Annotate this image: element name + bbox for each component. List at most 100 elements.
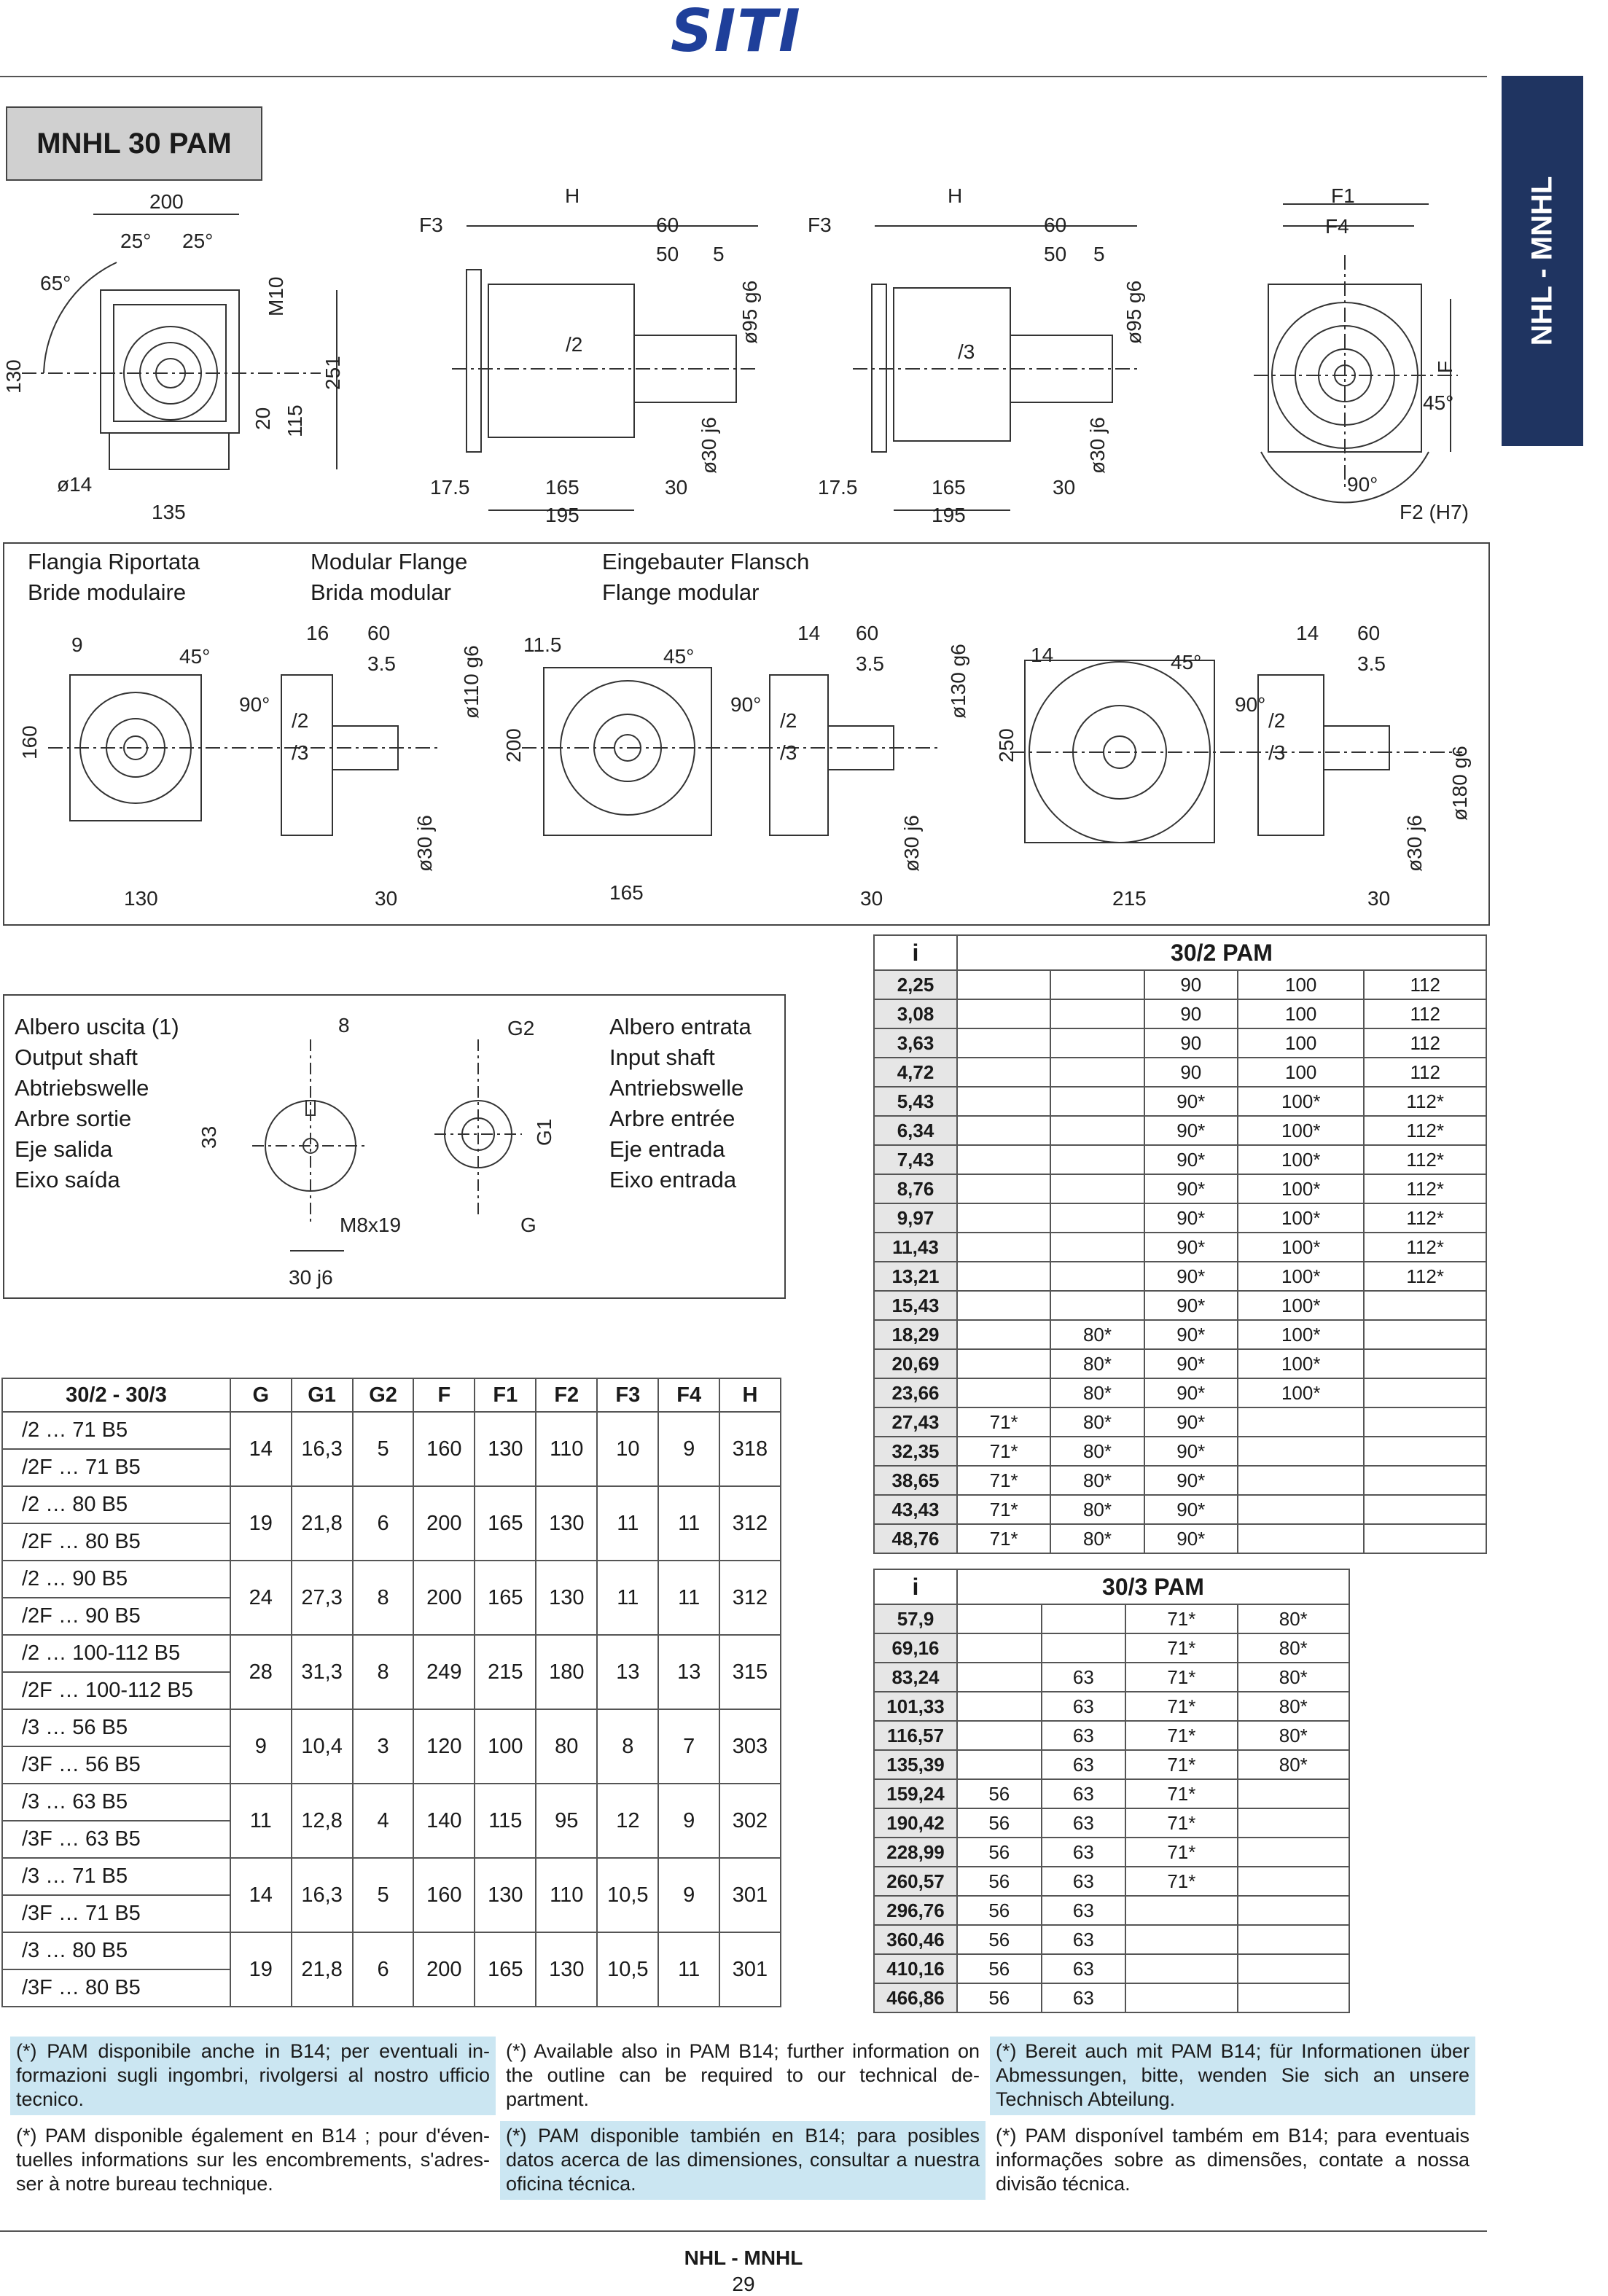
variant-label: /3F … 56 B5 (1, 1746, 232, 1784)
dimension-value: 130 (535, 1560, 598, 1636)
dimension-value: 200 (413, 1560, 476, 1636)
pam-value: 100* (1236, 1144, 1365, 1175)
ratio-value: 466,86 (873, 1983, 958, 2013)
dim-label: 60 (856, 622, 878, 644)
dim-label: 33 (198, 1126, 220, 1149)
ratio-value: 190,42 (873, 1808, 958, 1838)
pam-value: 90* (1143, 1407, 1238, 1437)
dim-label: ø180 g6 (1448, 746, 1471, 821)
dim-label: /2 (1268, 709, 1285, 732)
ratio-value: 410,16 (873, 1953, 958, 1984)
dim-label: 90° (1347, 473, 1378, 496)
dim-label: 130 (124, 887, 158, 910)
pam-value: 80* (1050, 1348, 1145, 1379)
pam-value: 71* (1125, 1837, 1238, 1867)
dim-label: F3 (419, 214, 443, 236)
ratio-value: 13,21 (873, 1261, 958, 1292)
dim-table-header: G1 (290, 1378, 354, 1413)
pam-value (956, 1028, 1052, 1058)
ratio-value: 159,24 (873, 1778, 958, 1809)
pam-value (1050, 1203, 1145, 1233)
dim-label: 30 j6 (289, 1266, 333, 1289)
pam-header: 30/3 PAM (956, 1569, 1350, 1605)
dim-label: 60 (656, 214, 679, 236)
pam-value: 112* (1363, 1086, 1487, 1117)
dimension-value: 5 (351, 1857, 415, 1933)
dimension-value: 28 (230, 1634, 292, 1710)
pam-value (956, 1720, 1042, 1751)
pam-value: 90* (1143, 1232, 1238, 1262)
dimension-value: 110 (535, 1857, 598, 1933)
flange-label: Brida modular (311, 579, 451, 605)
variant-label: /3 … 71 B5 (1, 1857, 232, 1896)
pam-value (1125, 1924, 1238, 1955)
dim-label: 45° (1171, 651, 1201, 673)
dimension-value: 165 (474, 1932, 537, 2007)
pam-value: 90* (1143, 1290, 1238, 1321)
dim-label: 50 (1044, 243, 1066, 265)
dim-label: 195 (545, 504, 579, 526)
pam-value: 112* (1363, 1261, 1487, 1292)
table-row: /3F … 56 B5 (1, 1746, 781, 1784)
pam-value: 90* (1143, 1465, 1238, 1496)
ratio-value: 135,39 (873, 1749, 958, 1780)
variant-label: /2 … 80 B5 (1, 1485, 232, 1524)
dimension-value: 140 (413, 1783, 476, 1859)
flange-c-drawing (1010, 660, 1462, 843)
pam-value: 56 (956, 1924, 1042, 1955)
flange-a-drawing (48, 674, 442, 836)
dim-label: F1 (1331, 184, 1355, 207)
dimension-value: 165 (474, 1485, 537, 1561)
flange-label: Flangia Riportata (28, 549, 200, 574)
side-tab: NHL - MNHL (1502, 76, 1583, 446)
pam-value: 90 (1143, 1028, 1238, 1058)
pam-value (1050, 1232, 1145, 1262)
pam-value: 90 (1143, 999, 1238, 1029)
pam-value: 80* (1236, 1749, 1351, 1780)
pam-value: 112 (1363, 969, 1487, 1000)
pam-value: 90* (1143, 1378, 1238, 1408)
dim-label: 165 (545, 476, 579, 499)
dimension-value: 7 (657, 1709, 720, 1784)
pam-value (956, 1086, 1052, 1117)
pam-value (1236, 1837, 1351, 1867)
dim-label: 3.5 (367, 652, 396, 675)
pam-value (1050, 1144, 1145, 1175)
dim-label: 3.5 (856, 652, 884, 675)
dimension-value: 9 (657, 1857, 720, 1933)
pam-value (1363, 1378, 1487, 1408)
pam-value: 112* (1363, 1232, 1487, 1262)
pam-value (1236, 1494, 1365, 1525)
dim-label: 30 (1367, 887, 1390, 910)
variant-label: /2 … 90 B5 (1, 1560, 232, 1598)
ratio-value: 360,46 (873, 1924, 958, 1955)
pam-value (1363, 1348, 1487, 1379)
dimension-value: 249 (413, 1634, 476, 1710)
pam-value: 112* (1363, 1203, 1487, 1233)
output-shaft-drawing (252, 1039, 369, 1252)
dim-table-header: F2 (535, 1378, 598, 1413)
pam-value: 112* (1363, 1115, 1487, 1146)
pam-value: 112 (1363, 1057, 1487, 1088)
pam-value: 90* (1143, 1523, 1238, 1554)
dim-label: ø110 g6 (460, 645, 483, 719)
pam-value: 71* (956, 1494, 1052, 1525)
variant-label: /2F … 100-112 B5 (1, 1671, 232, 1710)
dim-label: 135 (152, 501, 186, 523)
ratio-value: 11,43 (873, 1232, 958, 1262)
pam-value (956, 1232, 1052, 1262)
dimension-value: 21,8 (290, 1485, 354, 1561)
ratio-value: 20,69 (873, 1348, 958, 1379)
pam-value: 90* (1143, 1086, 1238, 1117)
dimension-value: 16,3 (290, 1411, 354, 1487)
ratio-value: 8,76 (873, 1174, 958, 1204)
dimension-value: 160 (413, 1857, 476, 1933)
variant-label: /3F … 80 B5 (1, 1969, 232, 2007)
